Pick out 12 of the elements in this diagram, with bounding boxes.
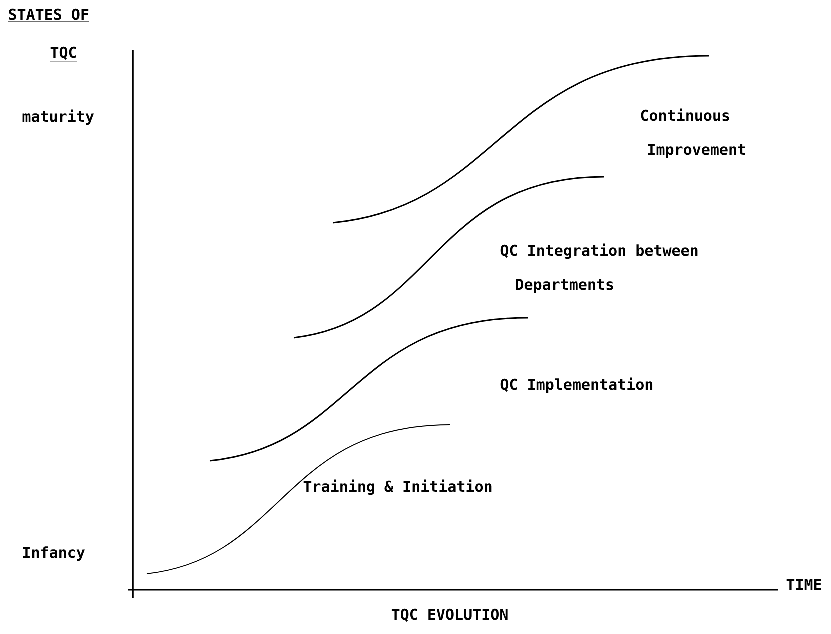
- curve-label: QC Integration between: [500, 244, 698, 260]
- axis-title: STATES OF: [8, 8, 90, 22]
- curve-label: Training & Initiation: [304, 480, 492, 496]
- axis-label: TQC EVOLUTION: [392, 608, 508, 622]
- curve-label: Continuous: [641, 108, 730, 122]
- curve-label: Improvement: [648, 144, 746, 158]
- axis-label: maturity: [22, 110, 94, 126]
- axis-label: Infancy: [23, 546, 85, 562]
- curve-label: QC Implementation: [500, 378, 653, 394]
- axis-label: TIME: [786, 579, 822, 590]
- curve-label: Departments: [516, 279, 614, 294]
- axis-title: TQC: [50, 46, 78, 62]
